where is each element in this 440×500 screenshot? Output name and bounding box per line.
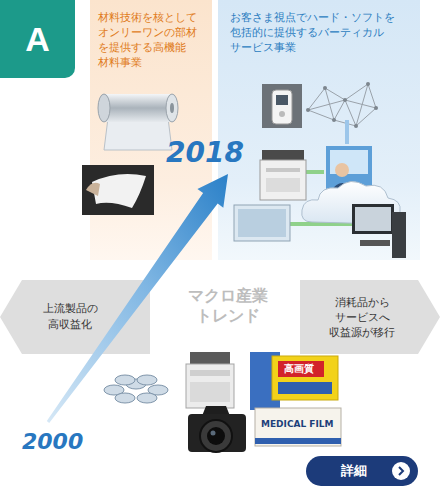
printer bbox=[260, 150, 306, 200]
node-text: A bbox=[25, 20, 50, 59]
node-text: 材料技術を核として オンリーワンの部材 を提供する高機能 材料事業 bbox=[98, 10, 204, 70]
package-text: 高画質 bbox=[284, 363, 314, 375]
node-text: 消耗品から サービスへ 収益源が移行 bbox=[326, 295, 398, 340]
chevron bbox=[399, 467, 403, 475]
arrow-shape-fill bbox=[300, 280, 440, 354]
chevron-circle bbox=[392, 462, 410, 480]
year-label: 2000 bbox=[22, 430, 83, 454]
copier bbox=[186, 352, 234, 408]
node-text: 詳細 bbox=[341, 463, 367, 479]
node-text: お客さま視点でハード・ソフトを 包括的に提供するバーティカル サービス事業 bbox=[230, 10, 408, 55]
detail-button: 詳細 bbox=[306, 456, 418, 486]
film-packages bbox=[250, 352, 341, 446]
lens-group bbox=[104, 375, 168, 403]
package-text: MEDICAL FILM bbox=[261, 419, 334, 430]
flexible-film bbox=[82, 165, 154, 215]
node-text: 上流製品の 高収益化 bbox=[22, 301, 118, 333]
flat-panel bbox=[234, 205, 290, 241]
watermark: マクロ産業 トレンド bbox=[184, 286, 272, 326]
workstation bbox=[352, 204, 406, 258]
section-badge: A bbox=[0, 0, 75, 78]
camera bbox=[188, 406, 246, 452]
trend-arrow-right: 消耗品から サービスへ 収益源が移行 bbox=[300, 280, 440, 354]
mesh-network bbox=[306, 82, 378, 128]
year-label: 2018 bbox=[166, 138, 244, 168]
handheld-device bbox=[262, 84, 302, 128]
